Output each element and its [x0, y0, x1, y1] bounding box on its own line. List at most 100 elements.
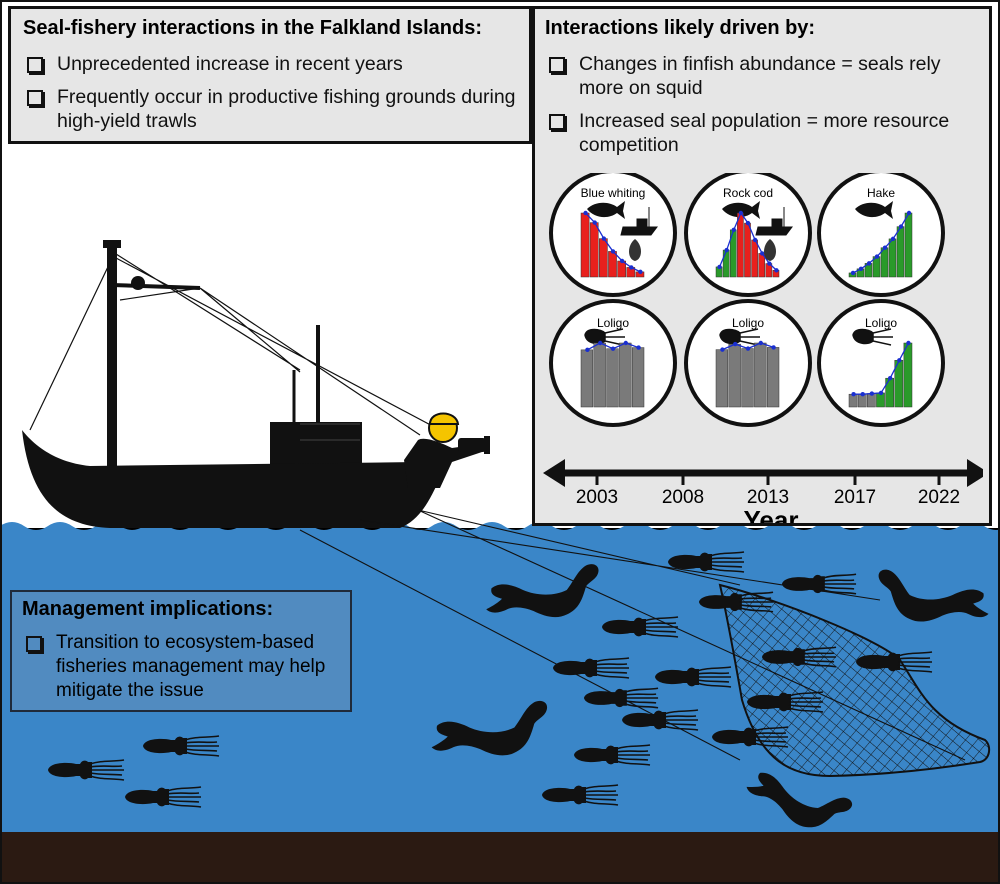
trend-point: [878, 390, 884, 396]
trend-point: [583, 210, 588, 216]
drivers-panel: Interactions likely driven by: Changes i…: [532, 6, 992, 526]
trend-point: [869, 391, 875, 396]
trend-bar: [589, 222, 599, 278]
timeline-tick-label: 2008: [662, 487, 704, 508]
trend-point: [638, 269, 643, 275]
trend-bar: [593, 342, 606, 408]
trend-point: [771, 345, 776, 350]
trend-point: [629, 265, 634, 270]
trend-point: [598, 340, 603, 346]
net-icon: [764, 239, 776, 261]
trend-bar: [903, 342, 913, 408]
list-item: Unprecedented increase in recent years: [23, 52, 517, 76]
trend-bar: [580, 212, 590, 278]
trend-bar: [741, 348, 754, 408]
fish-icon: [855, 201, 893, 219]
trend-point: [874, 254, 880, 259]
circle-label: Loligo: [597, 316, 629, 330]
trend-circle: Loligo: [817, 299, 945, 427]
checkbox-icon: [27, 57, 43, 73]
trend-bar: [888, 238, 897, 278]
checkbox-icon: [26, 636, 42, 652]
trend-bar: [608, 251, 617, 278]
fish-icon: [587, 201, 625, 219]
list-item: Increased seal population = more resourc…: [545, 109, 979, 157]
trend-bar: [737, 212, 744, 278]
trawler-icon: [620, 207, 658, 236]
trend-point: [585, 347, 590, 353]
trend-bar: [722, 249, 730, 278]
trend-point: [733, 341, 738, 347]
trend-point: [774, 268, 779, 273]
trend-point: [898, 224, 904, 229]
trend-point: [619, 258, 625, 264]
timeline-right-arrow: [967, 459, 983, 487]
trend-bar: [744, 222, 751, 278]
trend-point: [887, 376, 893, 381]
trend-point: [636, 345, 641, 350]
seabed: [0, 832, 1000, 884]
trawl-lines: [299, 509, 966, 761]
trend-bar: [728, 343, 741, 408]
trawl-net: [718, 583, 991, 778]
trend-bar: [606, 348, 619, 408]
trend-bar: [880, 247, 889, 278]
trend-point: [745, 346, 751, 351]
trend-point: [866, 261, 872, 266]
panel-title: Management implications:: [22, 598, 274, 620]
list-item-text: Increased seal population = more resourc…: [579, 110, 950, 156]
checkbox-icon: [549, 114, 565, 130]
fishing-boat-icon: [22, 240, 490, 528]
trend-bar: [754, 342, 767, 408]
trend-bar: [580, 349, 594, 408]
trend-point: [851, 392, 856, 397]
trend-point: [906, 210, 912, 216]
circle-label: Blue whiting: [581, 186, 646, 200]
net-icon: [629, 239, 641, 261]
trend-point: [717, 264, 722, 270]
circle-label: Hake: [867, 186, 895, 200]
trend-point: [760, 251, 765, 256]
list-item: Transition to ecosystem-based fisheries …: [22, 631, 340, 703]
trend-point: [758, 340, 763, 346]
squid-icon: [584, 328, 625, 346]
trend-circle: Blue whiting: [549, 173, 677, 297]
circle-label: Rock cod: [723, 186, 773, 200]
checkbox-icon: [549, 57, 565, 73]
trend-point: [890, 236, 896, 242]
trend-circle: Loligo: [549, 299, 677, 427]
trend-bar: [751, 239, 758, 278]
trend-point: [860, 392, 865, 397]
trend-circle: Loligo: [684, 299, 812, 427]
seal-fishery-interactions-panel: Seal-fishery interactions in the Falklan…: [8, 6, 532, 144]
timeline-title: Year: [744, 505, 799, 523]
list-item-text: Transition to ecosystem-based fisheries …: [56, 632, 326, 701]
trend-point: [724, 247, 729, 253]
checkbox-icon: [27, 90, 43, 106]
trend-point: [752, 237, 758, 243]
trend-circle: Hake: [817, 173, 945, 297]
timeline-tick-label: 2003: [576, 487, 618, 508]
trend-point: [850, 270, 856, 276]
trend-point: [897, 358, 902, 363]
fish-icon: [722, 201, 760, 219]
trend-point: [858, 266, 864, 272]
squid-icon: [719, 328, 760, 346]
list-item-text: Changes in finfish abundance = seals rel…: [579, 53, 941, 99]
trend-point: [623, 340, 628, 346]
trend-point: [720, 347, 725, 352]
squid-icon: [852, 328, 893, 346]
list-item: Changes in finfish abundance = seals rel…: [545, 52, 979, 100]
timeline-tick-label: 2022: [918, 487, 960, 508]
circle-label: Loligo: [865, 316, 897, 330]
circle-label: Loligo: [732, 316, 764, 330]
trend-point: [906, 340, 911, 346]
timeline-tick-label: 2013: [747, 487, 789, 508]
trend-bar: [766, 347, 780, 408]
trend-point: [610, 249, 616, 254]
trend-bar: [631, 347, 645, 408]
trend-circle: Rock cod: [684, 173, 812, 297]
timeline-left-arrow: [543, 459, 565, 487]
trend-point: [731, 227, 736, 233]
